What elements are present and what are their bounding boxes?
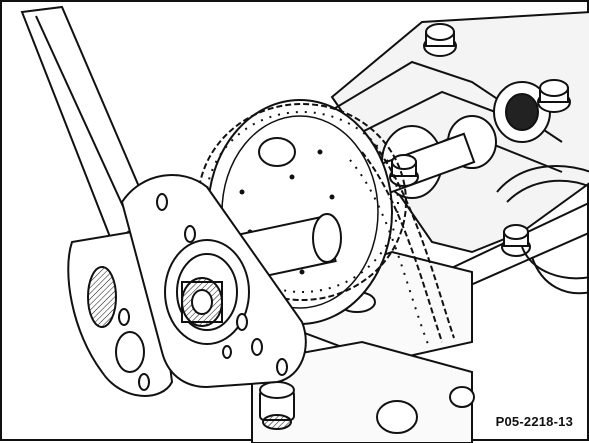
bolt-top-left — [423, 23, 457, 57]
splined-shaft — [181, 277, 223, 327]
timing-cover — [251, 250, 475, 443]
holding-tool — [20, 5, 174, 397]
bolt-top-right — [537, 79, 571, 113]
figure-reference-code: P05-2218-13 — [495, 414, 573, 429]
injector-lines — [496, 165, 589, 295]
bolt-right — [501, 224, 531, 257]
tensioner-bolt — [259, 381, 295, 430]
